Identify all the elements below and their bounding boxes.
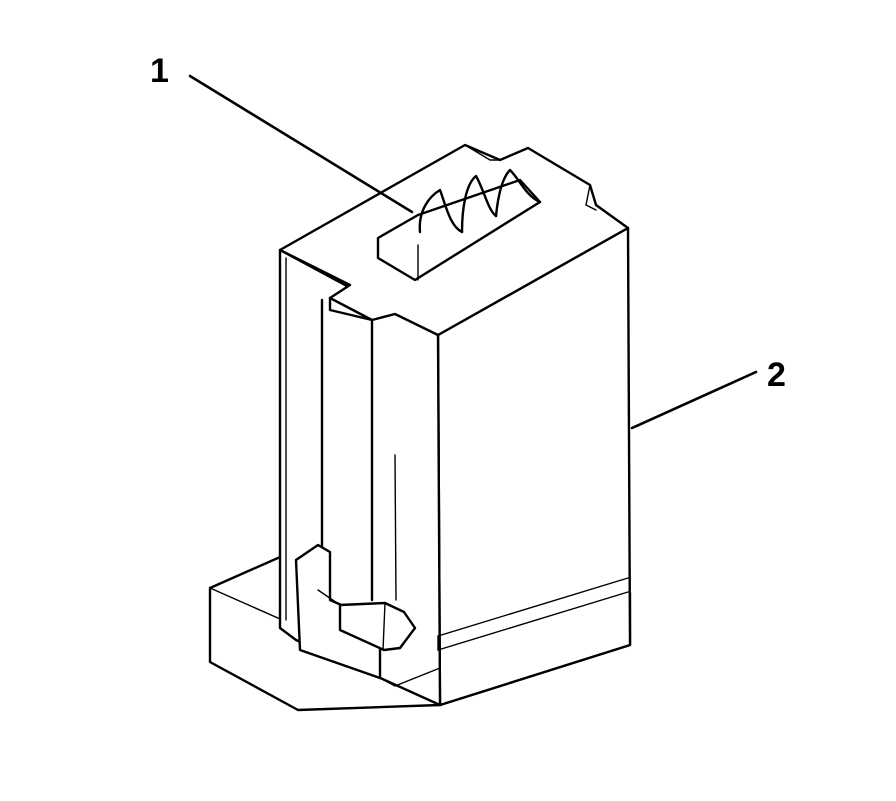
leader-line-1 [188,74,414,214]
leader-line-2 [630,370,758,430]
callout-label-1: 1 [150,52,169,90]
callout-label-2: 2 [767,356,786,394]
latch-hook [294,543,441,687]
terminal-cavities [376,168,542,282]
